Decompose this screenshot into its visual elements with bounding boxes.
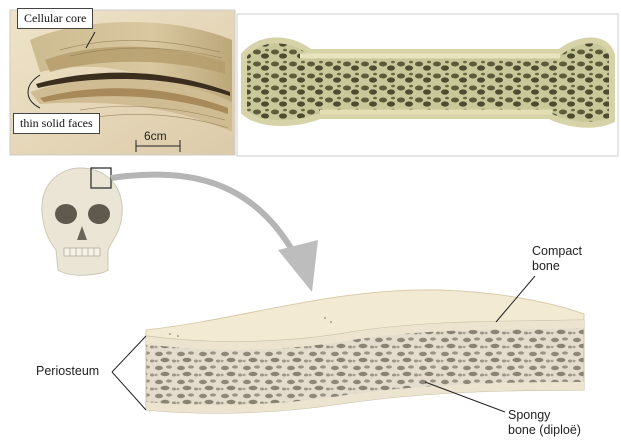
label-compact-line1: Compact xyxy=(532,244,582,259)
label-periosteum: Periosteum xyxy=(36,364,99,379)
zoom-arrow xyxy=(111,174,318,292)
label-compact-bone: Compact bone xyxy=(532,244,582,274)
skull-eye-left xyxy=(55,204,77,224)
bone-cross-section-photo xyxy=(237,14,618,156)
label-cellular-core: Cellular core xyxy=(17,8,93,29)
skull-illustration xyxy=(42,168,122,275)
label-thin-solid-faces: thin solid faces xyxy=(13,113,100,134)
label-spongy-bone: Spongy bone (diploë) xyxy=(508,408,581,438)
skull-eye-right xyxy=(88,204,110,224)
label-spongy-line1: Spongy xyxy=(508,408,581,423)
scale-label: 6cm xyxy=(144,129,167,143)
leader-periosteum xyxy=(112,336,146,410)
label-spongy-line2: bone (diploë) xyxy=(508,423,581,438)
label-compact-line2: bone xyxy=(532,259,582,274)
bone-slab-diagram xyxy=(146,290,584,413)
